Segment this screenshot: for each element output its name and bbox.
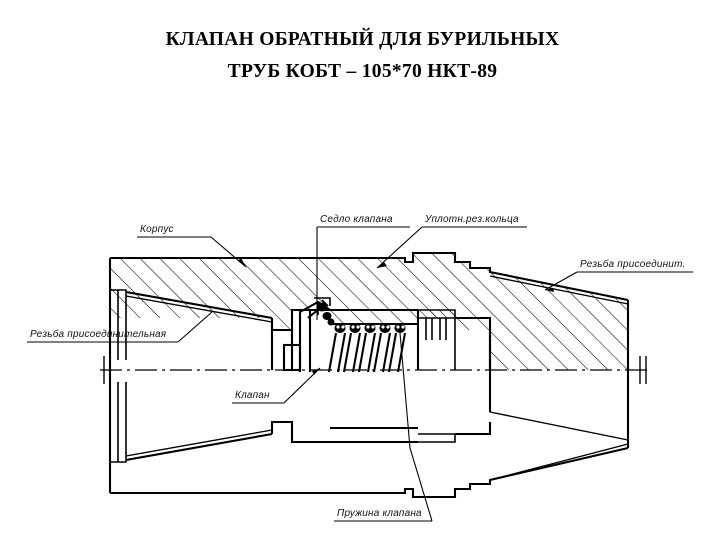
right-thread-pin (489, 275, 629, 481)
title-line-1: КЛАПАН ОБРАТНЫЙ ДЛЯ БУРИЛЬНЫХ (165, 29, 560, 50)
callout-group (27, 226, 693, 522)
page-title: КЛАПАН ОБРАТНЫЙ ДЛЯ БУРИЛЬНЫХ ТРУБ КОБТ … (0, 24, 725, 88)
internal-bore (270, 308, 330, 444)
left-thread-box (110, 289, 273, 463)
label-korpus: Корпус (140, 224, 174, 235)
label-rezba-prisoedinit: Резьба присоединит. (580, 258, 685, 270)
callout-rezba-left-leader (177, 311, 213, 343)
callout-labels: Корпус Седло клапана Уплотн.рез.кольца Р… (30, 214, 685, 519)
groove-hatch (418, 310, 455, 318)
label-sedlo-klapana: Седло клапана (320, 214, 393, 225)
axis-centerline (100, 356, 648, 384)
label-klapan: Клапан (235, 390, 270, 401)
callout-rezba-right-leader (544, 271, 578, 291)
valve-spring (327, 308, 420, 444)
seal-ring-group (317, 302, 335, 326)
callout-pruzhina-leader-2 (399, 332, 411, 449)
callout-pruzhina-leader (409, 447, 433, 522)
right-pin-bore (455, 316, 629, 441)
callout-koltsa-leader (376, 226, 423, 269)
title-line-2: ТРУБ КОБТ – 105*70 НКТ-89 (227, 61, 498, 82)
label-pruzhina-klapana: Пружина клапана (337, 508, 422, 519)
label-uplotn-rez-koltsa: Уплотн.рез.кольца (424, 214, 519, 225)
label-rezba-prisoedinitelnaya: Резьба присоединительная (30, 328, 167, 340)
